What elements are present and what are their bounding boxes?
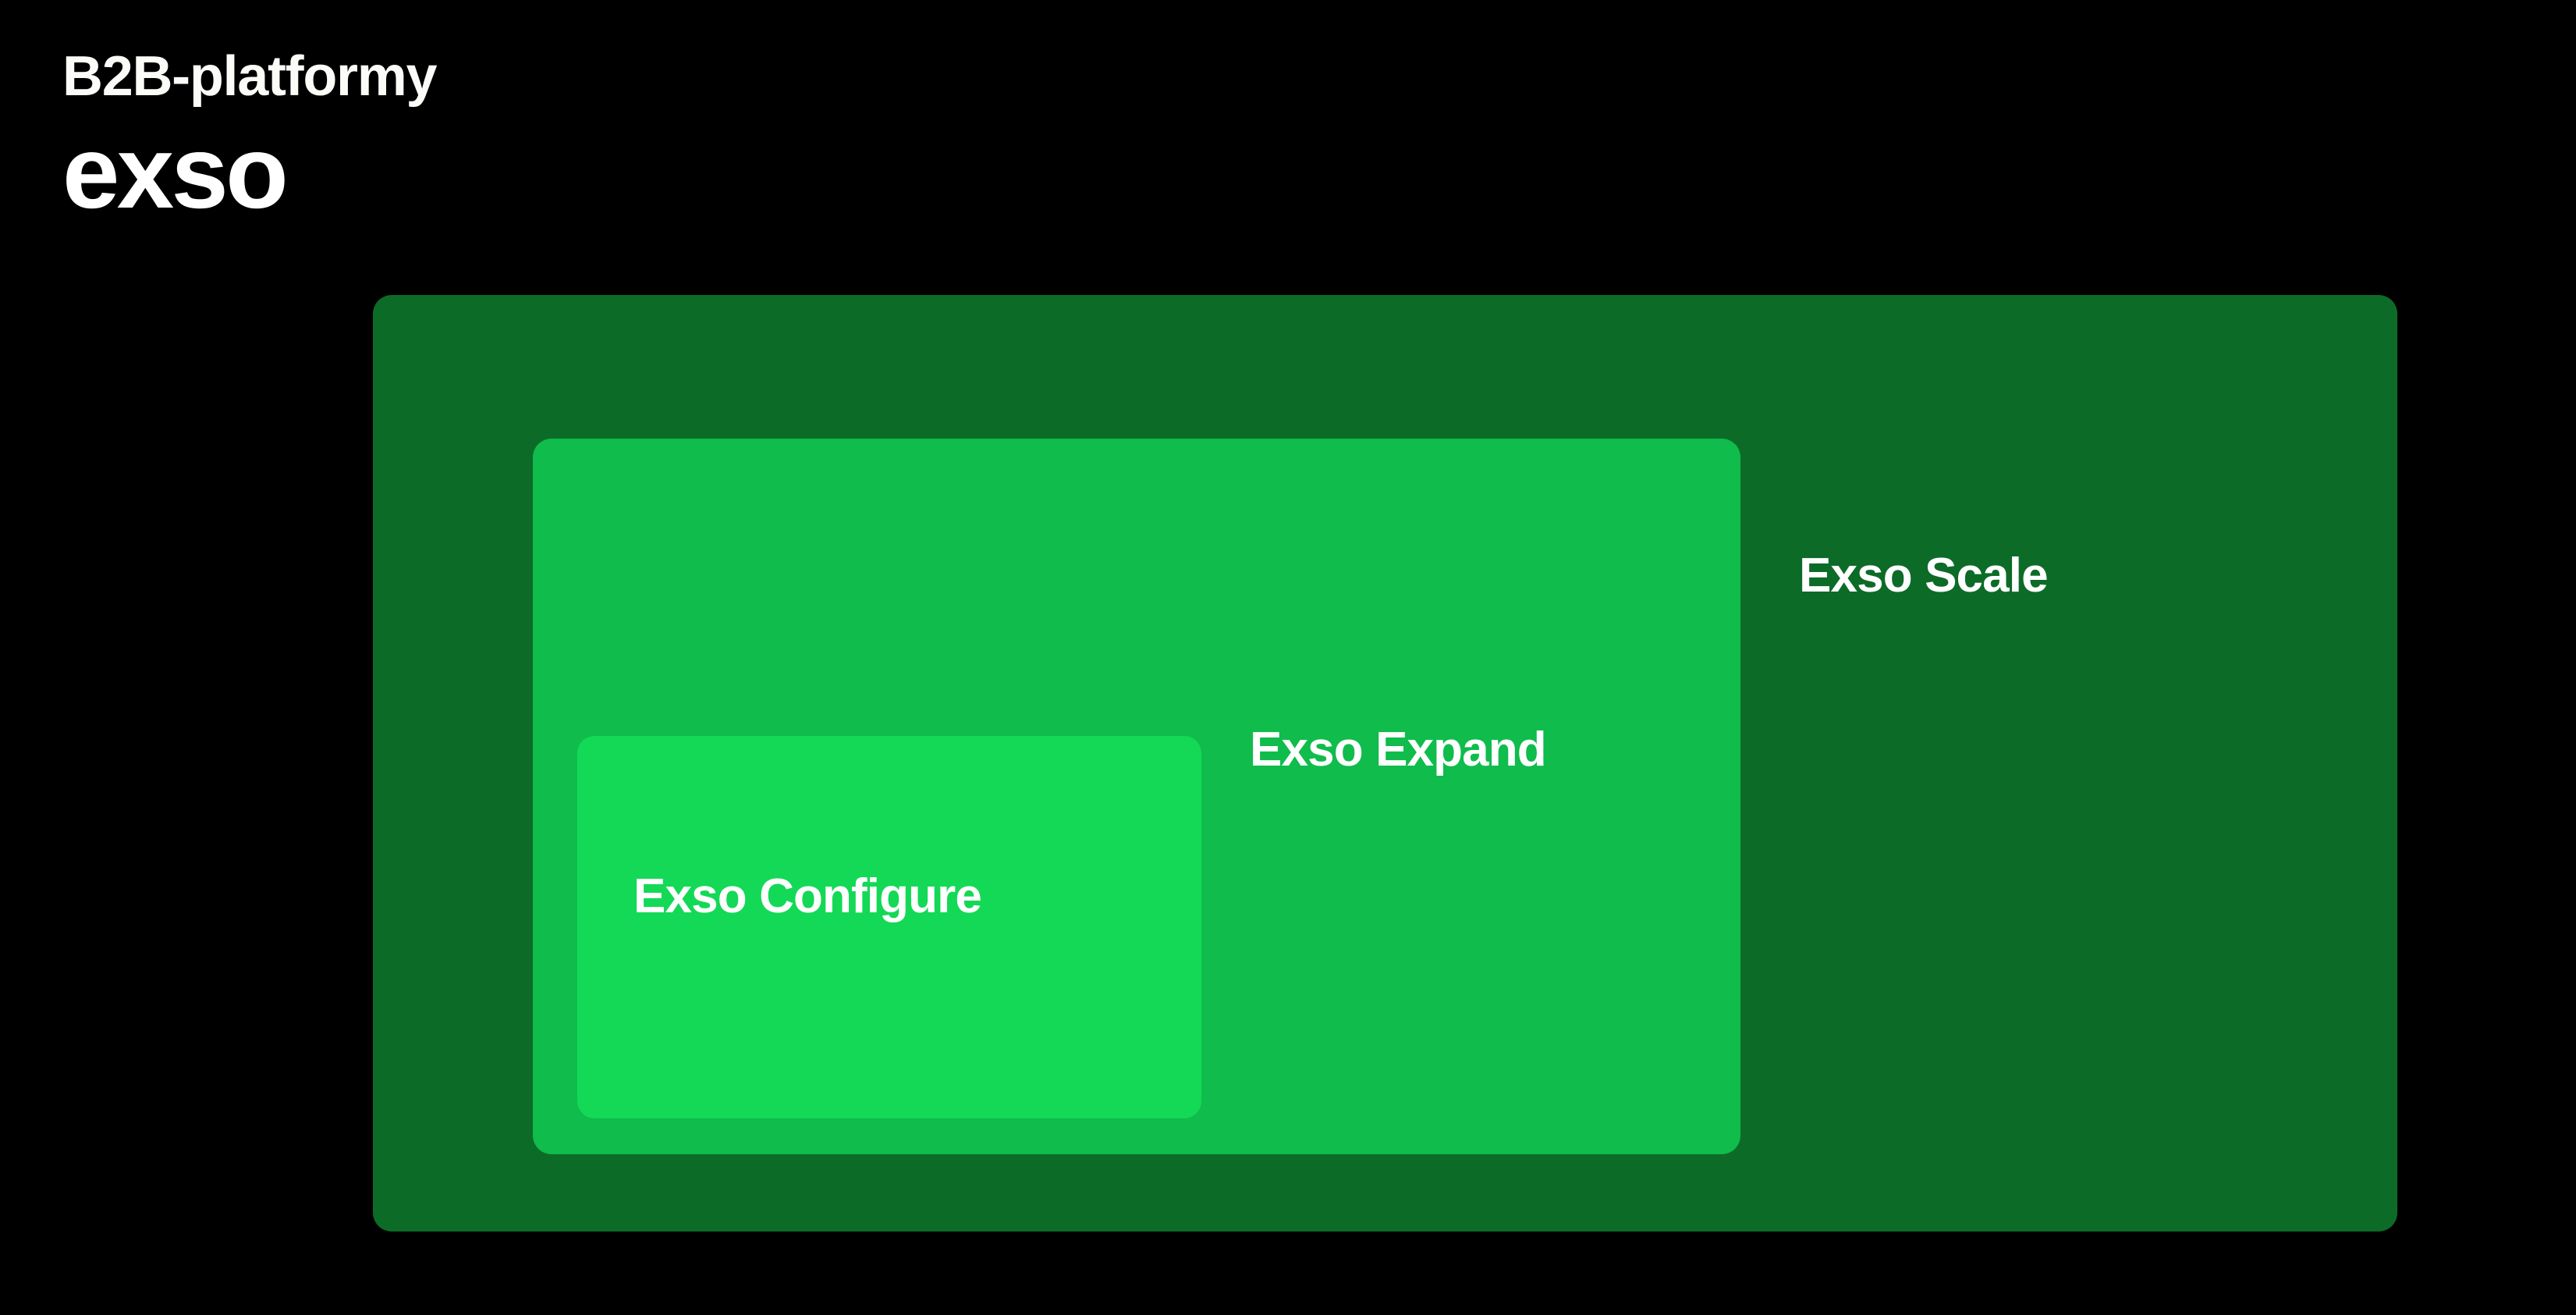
tier-label-scale: Exso Scale bbox=[1799, 549, 2049, 602]
tier-box-expand[interactable] bbox=[533, 439, 1740, 1154]
header-block: B2B-platformy exso bbox=[62, 45, 843, 229]
tier-label-configure: Exso Configure bbox=[633, 869, 982, 923]
page-kicker: B2B-platformy bbox=[62, 45, 438, 108]
exso-wordmark: exso bbox=[62, 115, 289, 229]
tier-label-expand: Exso Expand bbox=[1250, 723, 1547, 777]
tier-box-configure[interactable] bbox=[577, 736, 1201, 1118]
tier-box-scale[interactable] bbox=[373, 295, 2397, 1231]
